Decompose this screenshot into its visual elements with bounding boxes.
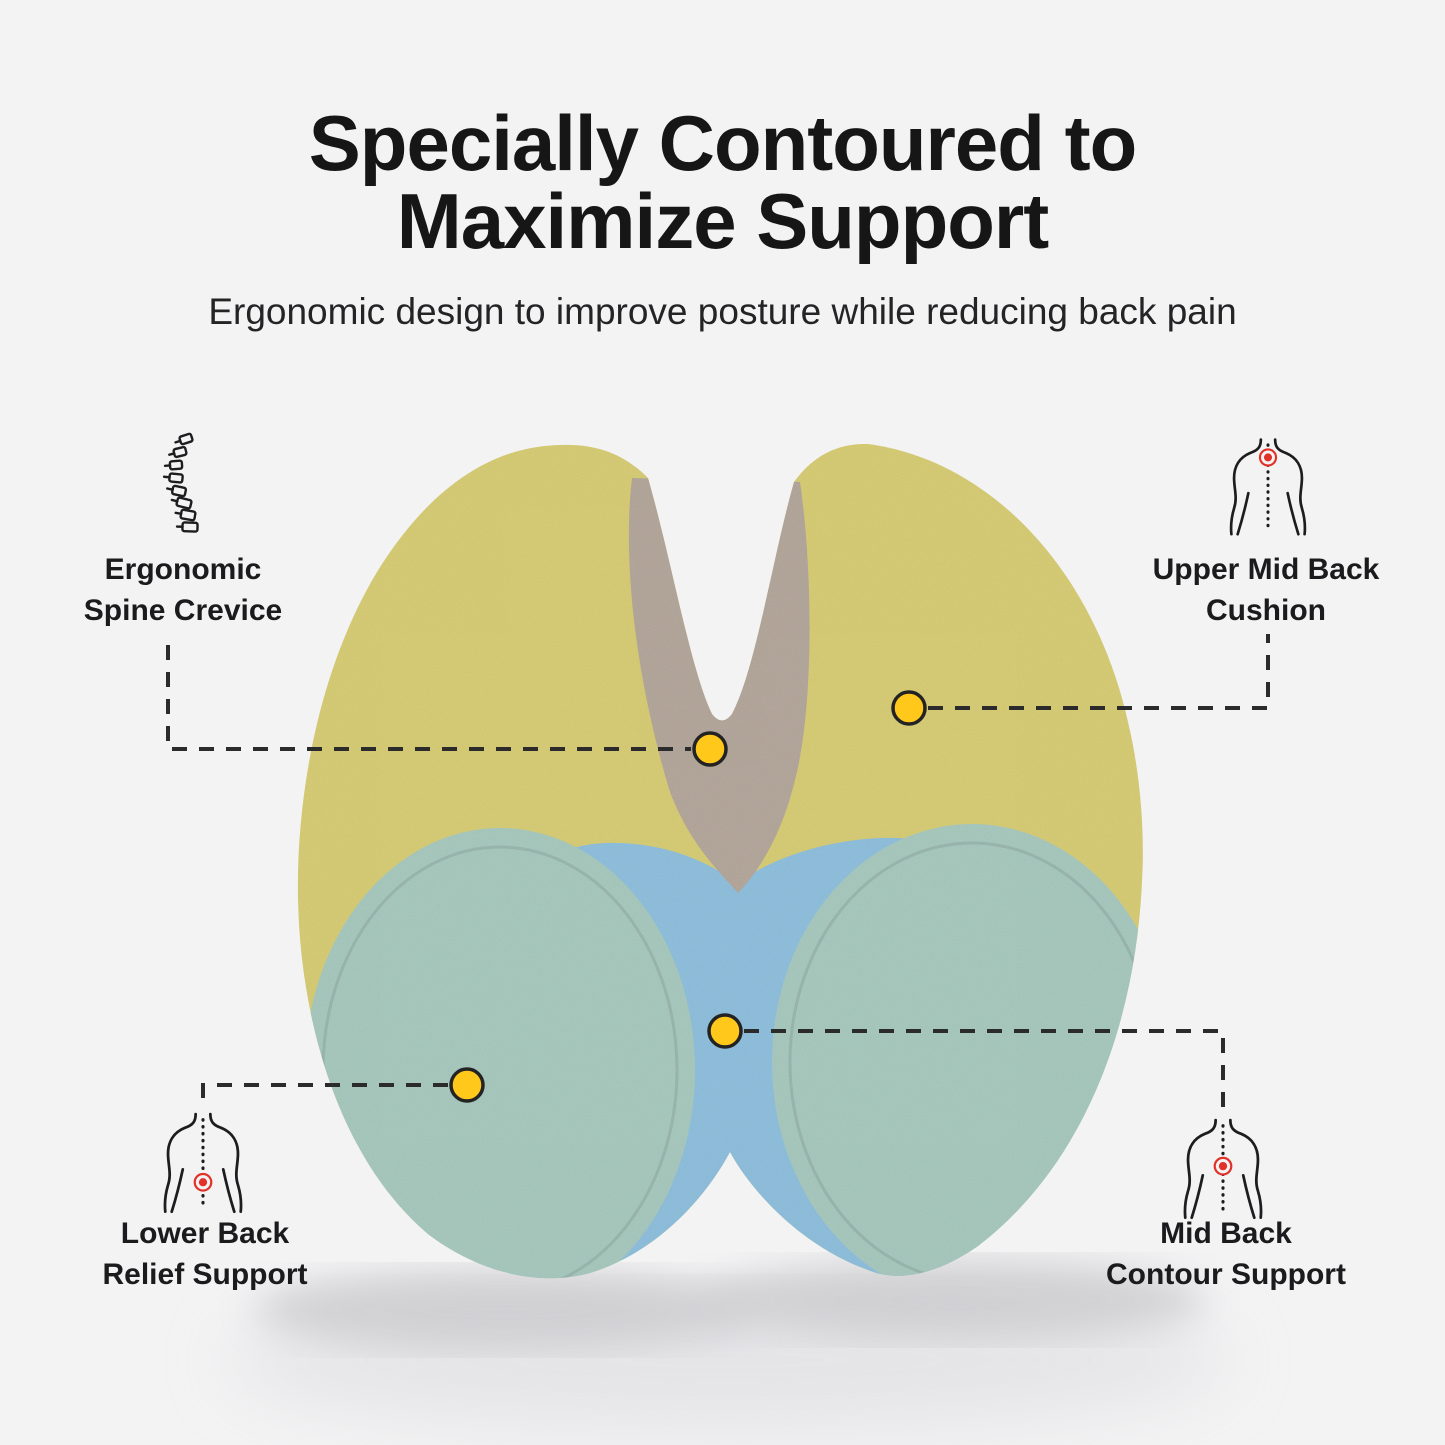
spine-icon (162, 432, 199, 533)
mid-back-pain-icon (1183, 1118, 1263, 1220)
leader-line-lower-back (201, 1083, 448, 1109)
page-title-line2: Maximize Support (396, 177, 1049, 265)
leader-line-spine-crevice (166, 645, 691, 751)
callout-mid-back-line1: Mid Back (1160, 1217, 1292, 1250)
callout-upper-mid-back-line2: Cushion (1206, 594, 1326, 627)
pain-point-dot (198, 1178, 208, 1187)
page-title-line1: Specially Contoured to (308, 99, 1137, 187)
point-markers (449, 690, 927, 1103)
cushion-body (297, 443, 1143, 1279)
fabric-texture (297, 443, 1143, 1279)
leader-line-upper-mid-back (928, 634, 1270, 710)
marker-mid-back (707, 1013, 743, 1049)
callout-spine-crevice-line2: Spine Crevice (83, 594, 283, 627)
lower-back-pain-icon (163, 1112, 243, 1214)
marker-spine-crevice (692, 731, 728, 767)
callout-lower-back-line1: Lower Back (120, 1217, 290, 1250)
callout-spine-crevice: Ergonomic Spine Crevice (33, 549, 333, 631)
callout-upper-mid-back-line1: Upper Mid Back (1152, 553, 1380, 586)
marker-lower-back (449, 1067, 485, 1103)
leader-lines (166, 634, 1270, 1113)
pain-point-dot (1218, 1162, 1228, 1171)
callout-upper-mid-back: Upper Mid Back Cushion (1116, 549, 1416, 631)
floor-shadow (228, 1260, 1228, 1432)
callout-mid-back-line2: Contour Support (1106, 1258, 1346, 1291)
pain-point-dot (1263, 453, 1273, 462)
callout-lower-back: Lower Back Relief Support (55, 1213, 355, 1295)
callout-mid-back: Mid Back Contour Support (1076, 1213, 1376, 1295)
header: Specially Contoured to Maximize Support … (0, 104, 1445, 334)
upper-back-pain-icon (1229, 438, 1307, 536)
callout-lower-back-line2: Relief Support (102, 1258, 308, 1291)
marker-upper-mid-back (891, 690, 927, 726)
callout-spine-crevice-line1: Ergonomic (104, 553, 262, 586)
page-subtitle: Ergonomic design to improve posture whil… (208, 291, 1237, 332)
